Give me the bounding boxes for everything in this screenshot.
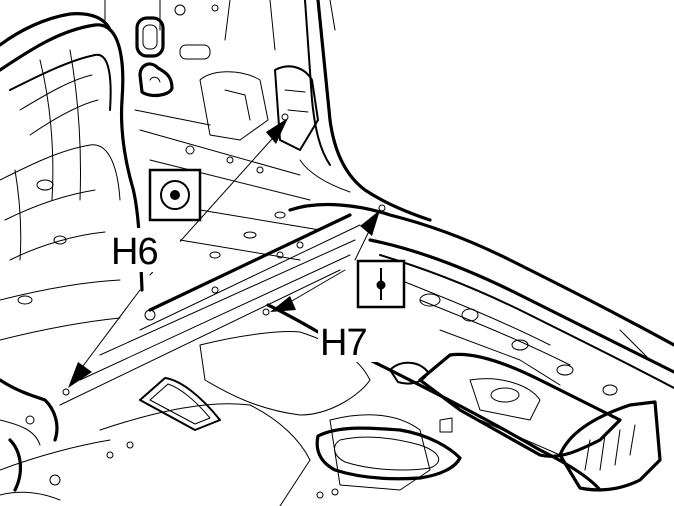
floor-panel [0, 303, 602, 506]
left-side-panel [0, 12, 144, 341]
rear-floor-edge [288, 202, 674, 396]
h6-label: H6 [111, 231, 158, 273]
rear-wall-panel [104, 0, 321, 261]
h7-arrow-upper [360, 210, 380, 236]
h7-arrow-lower [270, 296, 296, 312]
h7-label-background [318, 318, 390, 362]
h7-label: H7 [320, 322, 367, 364]
h6-label-background [108, 228, 180, 272]
h6-arrow-lower [68, 362, 92, 388]
left-floor-corner [0, 378, 61, 501]
h6-arrow-upper [266, 118, 288, 144]
right-pillar [299, 0, 432, 222]
line-dot-in-square-icon [356, 259, 406, 309]
circle-dot-in-square-icon [148, 168, 202, 222]
spare-tire-box [418, 352, 662, 492]
cross-member [59, 213, 361, 406]
h7-leader-lines [262, 204, 386, 316]
